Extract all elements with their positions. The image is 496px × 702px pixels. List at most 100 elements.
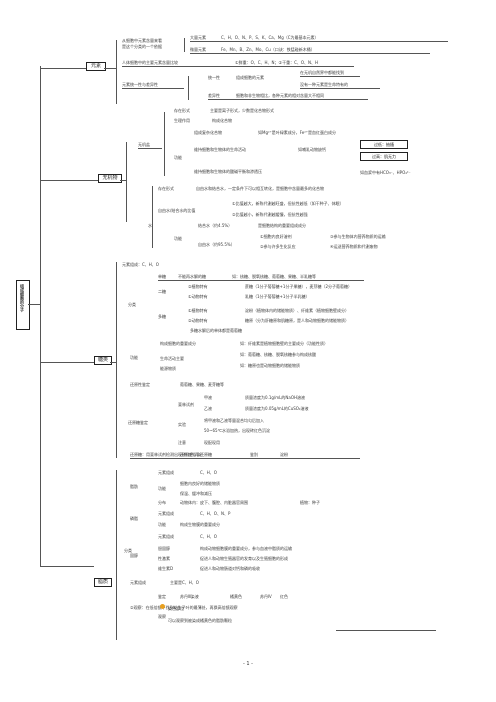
- element-text: Fe、Mn、B、Zn、Mo、Cu（口诀：铁猛碰新木桶）: [221, 47, 315, 52]
- lipid-text: 促进人和动物肠道对钙和磷的吸收: [200, 566, 260, 571]
- lipid-text: 主要是C、H、O: [170, 580, 199, 585]
- inorganic-text: 功能: [174, 155, 182, 160]
- sugar-text: 生命活动主要: [160, 356, 184, 361]
- lipid-text: 观察: [158, 614, 166, 619]
- lipid-text: C、H、O: [200, 470, 217, 475]
- sugar-text: 现配现用: [204, 440, 220, 445]
- lipid-text: 分布: [158, 500, 166, 505]
- inorganic-text: 生理作用: [174, 118, 190, 123]
- sugar-text: 还原糖：用斐林试剂检测出现砖红色沉淀: [130, 452, 202, 457]
- sugar-link: [40, 362, 94, 363]
- element-text: 组成细胞的元素: [236, 75, 264, 80]
- element-text: ①鲜重：O、C、H、N；②干重：C、O、N、H: [235, 60, 319, 65]
- inorganic-text: 如血浆中有HCO₃⁻、HPO₄²⁻: [360, 170, 411, 175]
- sugar-text: 糖原（分为肝糖原和肌糖原，是人和动物细胞的储能物质）: [245, 318, 349, 323]
- element-ul: [122, 88, 184, 89]
- inorganic-note-box: 过低：抽搐: [360, 140, 408, 149]
- spine-link: [28, 304, 40, 305]
- sugar-ul: [130, 458, 360, 459]
- inorganic-link2: [120, 180, 126, 181]
- lipid-ul: [336, 630, 436, 631]
- lipid-text: 鉴定: [158, 594, 166, 599]
- inorganic-text: 维持细胞和生物体的酸碱平衡和渗透压: [194, 169, 262, 174]
- element-link2: [104, 68, 116, 69]
- lipid-text: 固醇: [130, 553, 138, 558]
- sugar-text: 能源物质: [160, 366, 176, 371]
- inorganic-text: 存在形式: [158, 186, 174, 191]
- lipid-text: 性激素: [158, 556, 170, 561]
- sugar-text: 还原糖与非还原糖: [180, 452, 212, 457]
- element-ul: [190, 41, 448, 42]
- section-element: 元素: [86, 62, 106, 71]
- lipid-text: 保温、缓冲和减压: [180, 491, 212, 496]
- lipid-text: 元素组成: [158, 470, 174, 475]
- element-text: 统一性: [208, 75, 220, 80]
- sugar-text: 蔗糖（1分子葡萄糖+1分子果糖），麦芽糖（2分子葡萄糖）: [245, 284, 352, 289]
- sugar-text: 多糖: [158, 314, 166, 319]
- inorganic-text: 如哺乳动物缺钙: [298, 147, 326, 152]
- sugar-text: 淀粉: [280, 452, 288, 457]
- sugar-text: ①动物特有: [188, 294, 208, 299]
- element-text: 大量元素: [190, 35, 206, 40]
- lipid-text: 脂肪: [130, 484, 138, 489]
- sugar-bracket: [116, 262, 117, 458]
- lipid-text: 苏丹Ⅳ: [260, 594, 272, 599]
- element-sub-bracket: [188, 76, 189, 100]
- inorganic-text: 组成复杂化合物: [194, 130, 222, 135]
- element-text: 人体细胞中的主要元素含量比较: [122, 60, 178, 65]
- inorganic-text: ①比值越大，新陈代谢越旺盛，但抗性越低（如干种子、休眠）: [232, 201, 344, 206]
- lipid-text: 维生素D: [158, 566, 174, 571]
- inorganic-text: ③参与生物体内营养物质的运输: [330, 234, 386, 239]
- sugar-text: 如：葡萄糖、核糖、脱氧核糖参与构成核酸: [240, 352, 316, 357]
- sugar-text: 乳糖（1分子葡萄糖+1分子半乳糖）: [245, 294, 310, 299]
- inorganic-text: ②参与许多生化反应: [260, 244, 296, 249]
- inorganic-text: 存在形式: [174, 108, 190, 113]
- lipid-text: C、H、O、N、P: [200, 511, 231, 516]
- lipid-text: 分类: [124, 548, 132, 553]
- inorganic-bracket: [126, 142, 127, 222]
- sugar-text: 质量浓度为0.1g/mL的NaOH溶液: [245, 395, 305, 400]
- lipid-text: 细胞内良好的储能物质: [180, 481, 220, 486]
- lipid-link: [40, 566, 94, 567]
- element-ul: [300, 76, 360, 77]
- lipid-text: C、H、O: [200, 534, 217, 539]
- sugar-ul: [158, 280, 364, 281]
- lipid-text: 元素组成: [158, 534, 174, 539]
- sugar-text: 淀粉（植物体内的储能物质）、纤维素（植物细胞壁成分）: [245, 308, 349, 313]
- sugar-text: 鉴别: [250, 452, 258, 457]
- sugar-text: ②植物特有: [188, 284, 208, 289]
- element-text: 元素统一性与差异性: [122, 82, 158, 87]
- inorganic-sub-bracket: [164, 112, 165, 176]
- inorganic-text: ①细胞内良好溶剂: [260, 234, 292, 239]
- sugar-text: 乙液: [204, 406, 212, 411]
- lipid-text: 磷脂: [130, 516, 138, 521]
- sugar-text: 实验: [178, 422, 186, 427]
- section-lipid: 脂质: [94, 578, 112, 587]
- lipid-text: 植物：种子: [300, 500, 320, 505]
- lipid-text: 功能: [158, 522, 166, 527]
- inorganic-text: 主要是离子形式，少数是化合物形式: [210, 108, 274, 113]
- spine-line: [40, 66, 41, 566]
- element-text: 从细胞中元素含量来看: [122, 38, 162, 43]
- inorganic-text: 构成化合物: [212, 118, 232, 123]
- lipid-text: 橘黄色: [230, 594, 242, 599]
- root-title: 组成细胞的分子: [20, 284, 25, 312]
- sugar-text: 斐林试剂: [178, 402, 194, 407]
- lipid-text: 染色部位: [168, 606, 184, 611]
- inorganic-text: 维持细胞和生物体的生命活动: [194, 147, 246, 152]
- element-ul: [208, 99, 368, 100]
- sugar-text: 二糖: [158, 289, 166, 294]
- lipid-bracket: [116, 470, 117, 640]
- root-box: 组成细胞的分子: [16, 280, 30, 330]
- sugar-text: 注意: [178, 440, 186, 445]
- lipid-text: 功能: [158, 486, 166, 491]
- lipid-text: 元素组成: [130, 580, 146, 585]
- sugar-text: 元素组成：C、H、O: [122, 262, 159, 267]
- element-text: 是这个分类的一个依据: [122, 44, 162, 49]
- element-ul: [122, 66, 354, 67]
- element-text: 微量元素: [190, 47, 206, 52]
- lipid-text: 胆固醇: [158, 546, 170, 551]
- inorganic-text: ②比值越小，新陈代谢越缓慢，但抗性越强: [232, 212, 308, 217]
- element-text: 在无机自然界中都能找到: [300, 70, 344, 75]
- inorganic-text: 结合水（约4.5%）: [198, 223, 233, 228]
